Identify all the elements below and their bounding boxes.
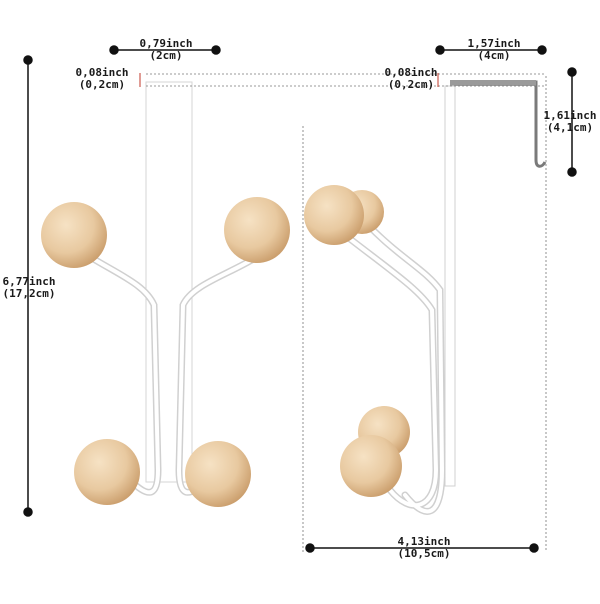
top-width-inch: 0,79inch	[139, 37, 193, 50]
projection-cm: (10,5cm)	[397, 547, 451, 560]
front-wire	[90, 256, 257, 495]
projection-inch: 4,13inch	[397, 535, 451, 548]
side-view-hanger	[304, 80, 547, 515]
front-plate	[145, 81, 193, 483]
dim-endpoint	[567, 167, 577, 177]
thickness-marks	[139, 73, 439, 87]
top-bracket	[450, 80, 547, 168]
wood-ball-knob	[304, 185, 364, 245]
label-left-thickness: 0,08inch (0,2cm)	[68, 67, 136, 91]
wood-ball-knob	[340, 435, 402, 497]
label-hook-drop: 1,61inch (4,1cm)	[538, 110, 600, 134]
label-projection: 4,13inch (10,5cm)	[386, 536, 462, 560]
front-view-hanger	[41, 81, 290, 507]
right-thickness-cm: (0,2cm)	[387, 78, 435, 91]
depth-inch: 1,57inch	[467, 37, 521, 50]
top-width-cm: (2cm)	[149, 49, 183, 62]
height-inch: 6,77inch	[2, 275, 56, 288]
dim-endpoint	[23, 55, 33, 65]
dim-endpoint	[211, 45, 221, 55]
left-thickness-inch: 0,08inch	[75, 66, 129, 79]
label-height: 6,77inch (17,2cm)	[0, 276, 58, 300]
hook-drop-inch: 1,61inch	[543, 109, 597, 122]
side-plate	[444, 85, 456, 487]
dim-endpoint	[529, 543, 539, 553]
dimension-lines	[23, 45, 577, 553]
right-thickness-inch: 0,08inch	[384, 66, 438, 79]
dim-endpoint	[435, 45, 445, 55]
dim-endpoint	[109, 45, 119, 55]
height-cm: (17,2cm)	[2, 287, 56, 300]
label-top-width: 0,79inch (2cm)	[130, 38, 202, 62]
wood-ball-knob	[185, 441, 251, 507]
wood-ball-knob	[41, 202, 107, 268]
dim-endpoint	[567, 67, 577, 77]
bracket-top-edge	[450, 80, 536, 86]
wood-ball-knob	[224, 197, 290, 263]
dim-endpoint	[23, 507, 33, 517]
wood-ball-knob	[74, 439, 140, 505]
label-right-thickness: 0,08inch (0,2cm)	[378, 67, 444, 91]
depth-cm: (4cm)	[477, 49, 511, 62]
dim-endpoint	[537, 45, 547, 55]
label-depth: 1,57inch (4cm)	[458, 38, 530, 62]
guide-lines	[146, 73, 547, 552]
left-thickness-cm: (0,2cm)	[78, 78, 126, 91]
dim-endpoint	[305, 543, 315, 553]
hook-drop-cm: (4,1cm)	[546, 121, 594, 134]
